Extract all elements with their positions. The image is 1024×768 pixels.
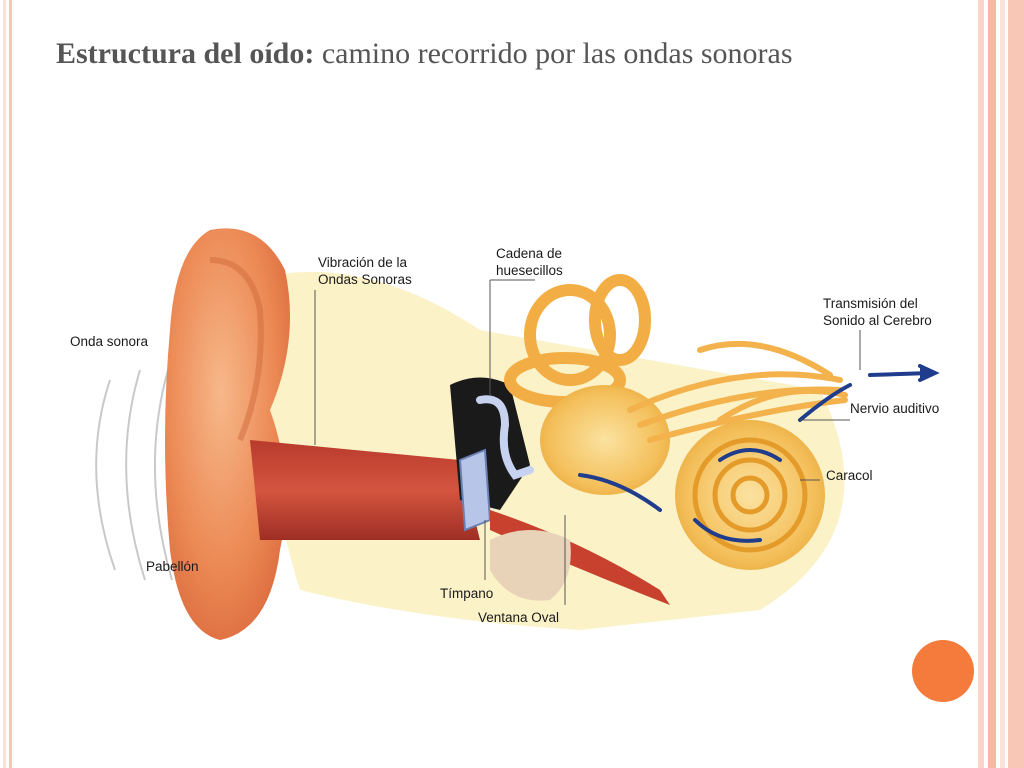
temporal-bone [490,530,571,601]
label-vibracion: Vibración de la Ondas Sonoras [318,255,412,287]
accent-circle [912,640,974,702]
label-cadena-huesecillos: Cadena de huesecillos [496,246,563,278]
ear-diagram: Onda sonora Vibración de la Ondas Sonora… [60,210,960,650]
label-ventana-oval: Ventana Oval [478,610,560,625]
vestibule [540,385,670,495]
label-onda-sonora: Onda sonora [70,334,149,349]
slide-title-rest: camino recorrido por las ondas sonoras [314,37,793,70]
label-pabellon: Pabellón [146,559,199,574]
leader-lines [314,279,861,605]
right-decorative-bars [978,0,1024,768]
tympanic-membrane [458,448,492,532]
ossicles [476,395,534,480]
left-decorative-border [0,0,12,768]
slide-title: Estructura del oído: camino recorrido po… [56,34,916,74]
label-timpano: Tímpano [440,586,494,601]
slide-title-bold: Estructura del oído: [56,37,315,70]
label-nervio-auditivo: Nervio auditivo [850,401,940,416]
ear-illustration [95,228,940,641]
sound-path-arrows [578,364,940,543]
label-transmision: Transmisión del Sonido al Cerebro [823,296,932,328]
pinna [165,228,290,641]
label-caracol: Caracol [826,468,873,483]
ear-canal [250,440,480,540]
sound-waves [95,369,173,581]
